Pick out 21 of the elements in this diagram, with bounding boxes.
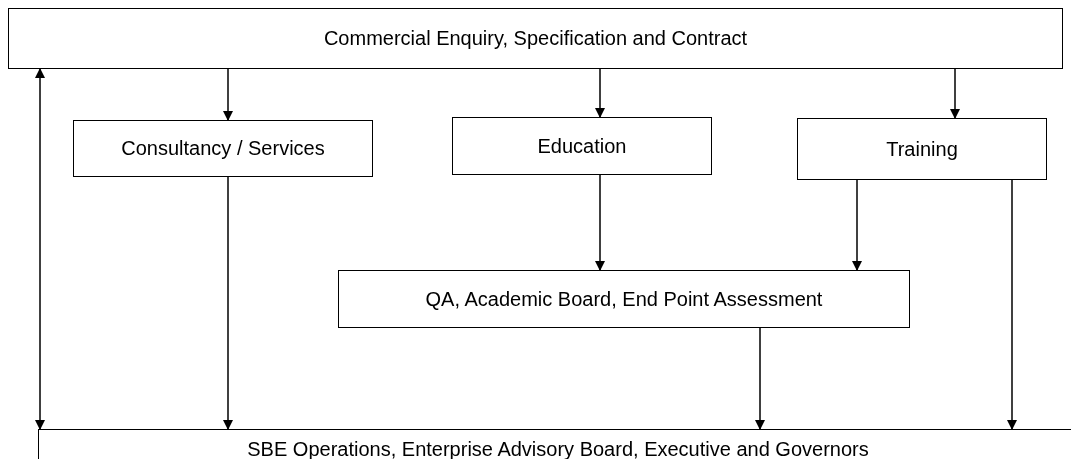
process-box: [38, 429, 1071, 459]
process-box: [797, 118, 1047, 180]
arrow: [35, 68, 45, 430]
process-box: [338, 270, 910, 328]
box-label: Consultancy / Services: [121, 137, 325, 160]
process-box: [8, 8, 1063, 69]
box-label: Training: [886, 137, 958, 161]
process-box: [73, 120, 373, 177]
arrow: [1007, 179, 1017, 430]
box-label: Commercial Enquiry, Specification and Contract: [323, 27, 748, 50]
arrow: [755, 327, 765, 430]
arrow: [595, 174, 605, 271]
arrow: [223, 176, 233, 430]
arrow: [950, 68, 960, 119]
process-box: [452, 117, 712, 175]
box-label: QA, Academic Board, End Point Assessment: [425, 287, 823, 311]
arrow: [223, 68, 233, 121]
box-label: Education: [537, 134, 627, 158]
box-label: SBE Operations, Enterprise Advisory Board, Executive and Governors: [247, 437, 869, 459]
arrow: [595, 68, 605, 118]
arrow: [852, 179, 862, 271]
